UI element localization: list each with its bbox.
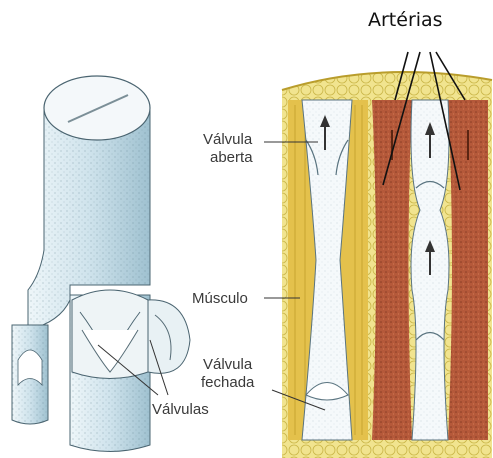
arterias-label: Artérias <box>368 12 443 29</box>
valvula-fechada-label-line2: fechada <box>201 374 254 391</box>
valvula-aberta-label-line1: Válvula <box>203 131 252 148</box>
valvula-fechada-label-line1: Válvula <box>203 356 252 373</box>
vein-external-view <box>12 76 190 452</box>
leg-cross-section <box>282 72 492 458</box>
valvula-aberta-label-line2: aberta <box>210 149 253 166</box>
musculo-label: Músculo <box>192 290 248 307</box>
valvulas-label: Válvulas <box>152 401 209 418</box>
